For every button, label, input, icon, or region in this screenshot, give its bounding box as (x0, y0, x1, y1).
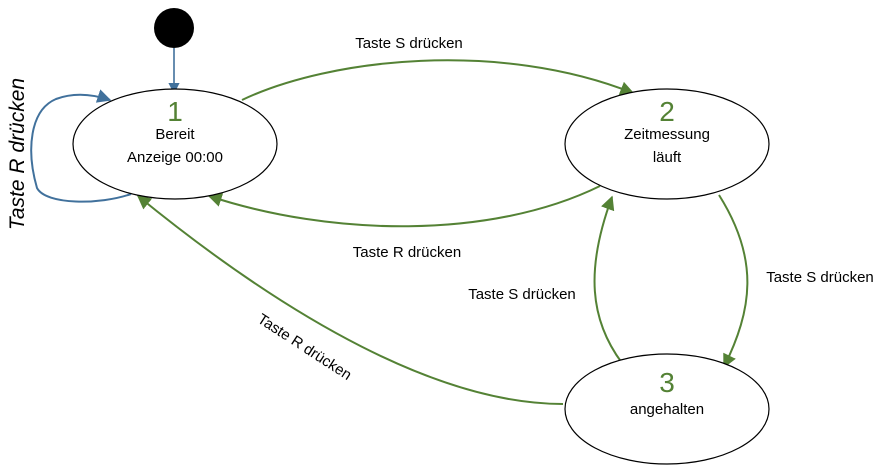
state-2: 2 Zeitmessung läuft (564, 88, 770, 200)
label-s1-to-s2: Taste S drücken (355, 35, 463, 52)
initial-state-dot (154, 8, 194, 48)
state-3-number: 3 (659, 367, 675, 398)
edge-s3-to-s1 (136, 195, 564, 405)
state-3: 3 angehalten (564, 353, 770, 465)
state-1-number: 1 (167, 96, 183, 127)
state-3-ellipse (564, 353, 770, 465)
state-1-label-line-1: Bereit (155, 126, 195, 143)
state-1: 1 Bereit Anzeige 00:00 (72, 88, 278, 200)
state-2-number: 2 (659, 96, 675, 127)
state-1-ellipse (72, 88, 278, 200)
label-s2-to-s1: Taste R drücken (353, 244, 461, 261)
label-s3-to-s1: Taste R drücken (254, 311, 354, 384)
state-2-label-line-2: läuft (653, 149, 682, 166)
label-s3-to-s2: Taste S drücken (468, 286, 576, 303)
label-s1-self-loop: Taste R drücken (6, 78, 29, 230)
label-s2-to-s3: Taste S drücken (766, 269, 874, 286)
state-1-label-line-2: Anzeige 00:00 (127, 149, 223, 166)
edge-s1-self-loop (30, 89, 132, 203)
state-3-label-line-1: angehalten (630, 401, 704, 418)
state-2-ellipse (564, 88, 770, 200)
edge-s2-to-s3 (718, 194, 749, 369)
state-2-label-line-1: Zeitmessung (624, 126, 710, 143)
edge-s3-to-s2 (593, 195, 623, 364)
edge-s2-to-s1 (207, 185, 601, 228)
edge-s1-to-s2 (241, 59, 635, 101)
